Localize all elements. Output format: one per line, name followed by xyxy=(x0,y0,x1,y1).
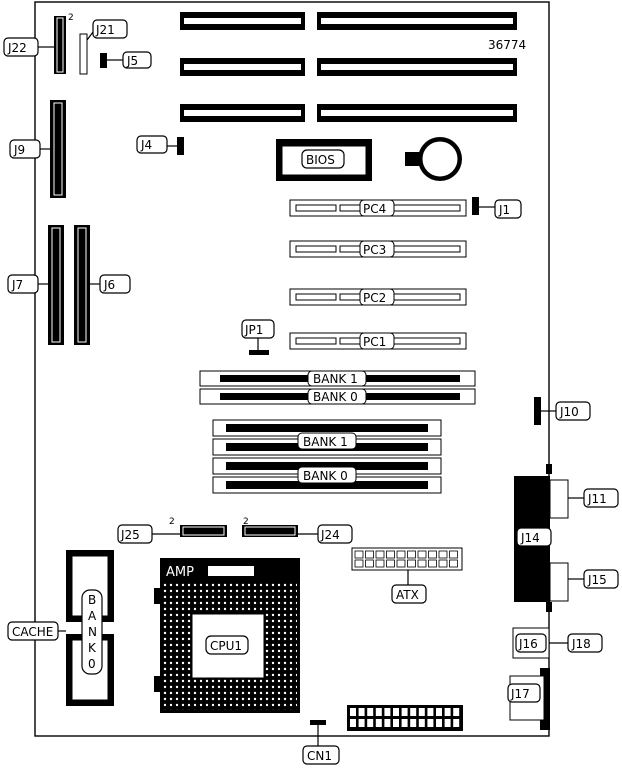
simm-30-label: BANK 1 xyxy=(303,435,348,449)
j10-label: J10 xyxy=(559,405,579,419)
cpu1-label-box xyxy=(205,635,249,655)
j1-header xyxy=(472,197,479,215)
cache-label: CACHE xyxy=(12,625,53,639)
j11-label: J11 xyxy=(587,492,607,506)
bios-label-box xyxy=(301,149,345,169)
j5-header xyxy=(100,53,107,68)
cache-bank-letter: N xyxy=(88,625,97,639)
pci-slot-label-box xyxy=(359,240,395,258)
j22-label: J22 xyxy=(7,41,27,55)
j6-header xyxy=(74,225,90,345)
cpu1-label: CPU1 xyxy=(210,639,242,653)
j10-header xyxy=(534,397,541,425)
simm-72-label-box xyxy=(307,370,367,387)
j6-label: J6 xyxy=(103,278,115,292)
j5-label: J5 xyxy=(126,54,138,68)
simm-72-label-box xyxy=(307,388,367,405)
j9-label: J9 xyxy=(13,143,25,157)
j16-label: J16 xyxy=(518,637,538,651)
j25-pin-mark: 2 xyxy=(169,517,175,527)
board-outline xyxy=(34,1,550,737)
atx-label-box xyxy=(391,584,427,604)
j17-label: J17 xyxy=(510,687,530,701)
bios-label: BIOS xyxy=(306,153,335,167)
j4-label-box xyxy=(136,135,168,154)
pci-slot-label-box xyxy=(359,288,395,306)
j1-label-box xyxy=(494,199,522,219)
j15-label: J15 xyxy=(587,573,607,587)
simm-30-sockets: BANK 1 BANK 0 xyxy=(212,419,442,494)
j25-label: J25 xyxy=(120,528,140,542)
cache-bank-box xyxy=(81,589,103,675)
j7-header xyxy=(48,225,64,345)
j14-label-box xyxy=(516,527,552,547)
j21-label: J21 xyxy=(95,23,115,37)
j14-label: J14 xyxy=(520,531,540,545)
j17-label-box xyxy=(507,683,541,703)
cache-bank-letter: A xyxy=(88,609,97,623)
pci-slot-label: PC3 xyxy=(363,243,386,257)
pci-slot-label-box xyxy=(359,199,395,217)
cn1-connector xyxy=(310,720,326,725)
j18-label: J18 xyxy=(571,637,591,651)
j4-header xyxy=(177,137,184,155)
cn1-label-box xyxy=(302,745,340,765)
cache-bank-letter: 0 xyxy=(88,657,96,671)
simm-30-label-box xyxy=(297,466,357,484)
simm-30-label-box xyxy=(297,432,357,450)
j21-label-box xyxy=(92,19,128,39)
battery xyxy=(405,137,462,181)
j9-header xyxy=(50,100,66,198)
board-id: 36774 xyxy=(488,38,526,52)
pci-slot-label: PC4 xyxy=(363,202,386,216)
pci-slot-label: PC1 xyxy=(363,335,386,349)
atx-label: ATX xyxy=(396,588,419,602)
j25-header xyxy=(180,525,227,537)
pci-slot-label: PC2 xyxy=(363,291,386,305)
amp-label: AMP xyxy=(166,565,194,580)
jp1-jumper xyxy=(249,350,269,355)
j7-label: J7 xyxy=(11,278,23,292)
simm-30-label: BANK 0 xyxy=(303,469,348,483)
j16-label-box xyxy=(515,633,547,653)
j24-pin-mark: 2 xyxy=(243,517,249,527)
j1-label: J1 xyxy=(498,203,510,217)
j4-label: J4 xyxy=(140,138,152,152)
j24-header xyxy=(242,525,298,537)
j21-header xyxy=(79,33,88,75)
cache-bank-letter: K xyxy=(88,641,97,655)
j22-pin-mark: 2 xyxy=(68,13,74,23)
j22-header xyxy=(54,16,66,74)
simm-72-label: BANK 1 xyxy=(313,372,358,386)
simm-72-sockets: BANK 1 BANK 0 xyxy=(199,370,476,405)
bottom-header xyxy=(347,705,463,731)
cn1-label: CN1 xyxy=(307,749,332,763)
j24-label: J24 xyxy=(320,528,340,542)
pci-slot-label-box xyxy=(359,332,395,350)
simm-72-label: BANK 0 xyxy=(313,390,358,404)
cache-bank-label: BANK 0 xyxy=(88,593,97,671)
jp1-label: JP1 xyxy=(244,323,263,337)
isa-slots xyxy=(180,12,517,122)
atx-power-connector xyxy=(351,547,463,571)
cache-bank-letter: B xyxy=(88,593,96,607)
cpu-socket xyxy=(154,558,300,713)
